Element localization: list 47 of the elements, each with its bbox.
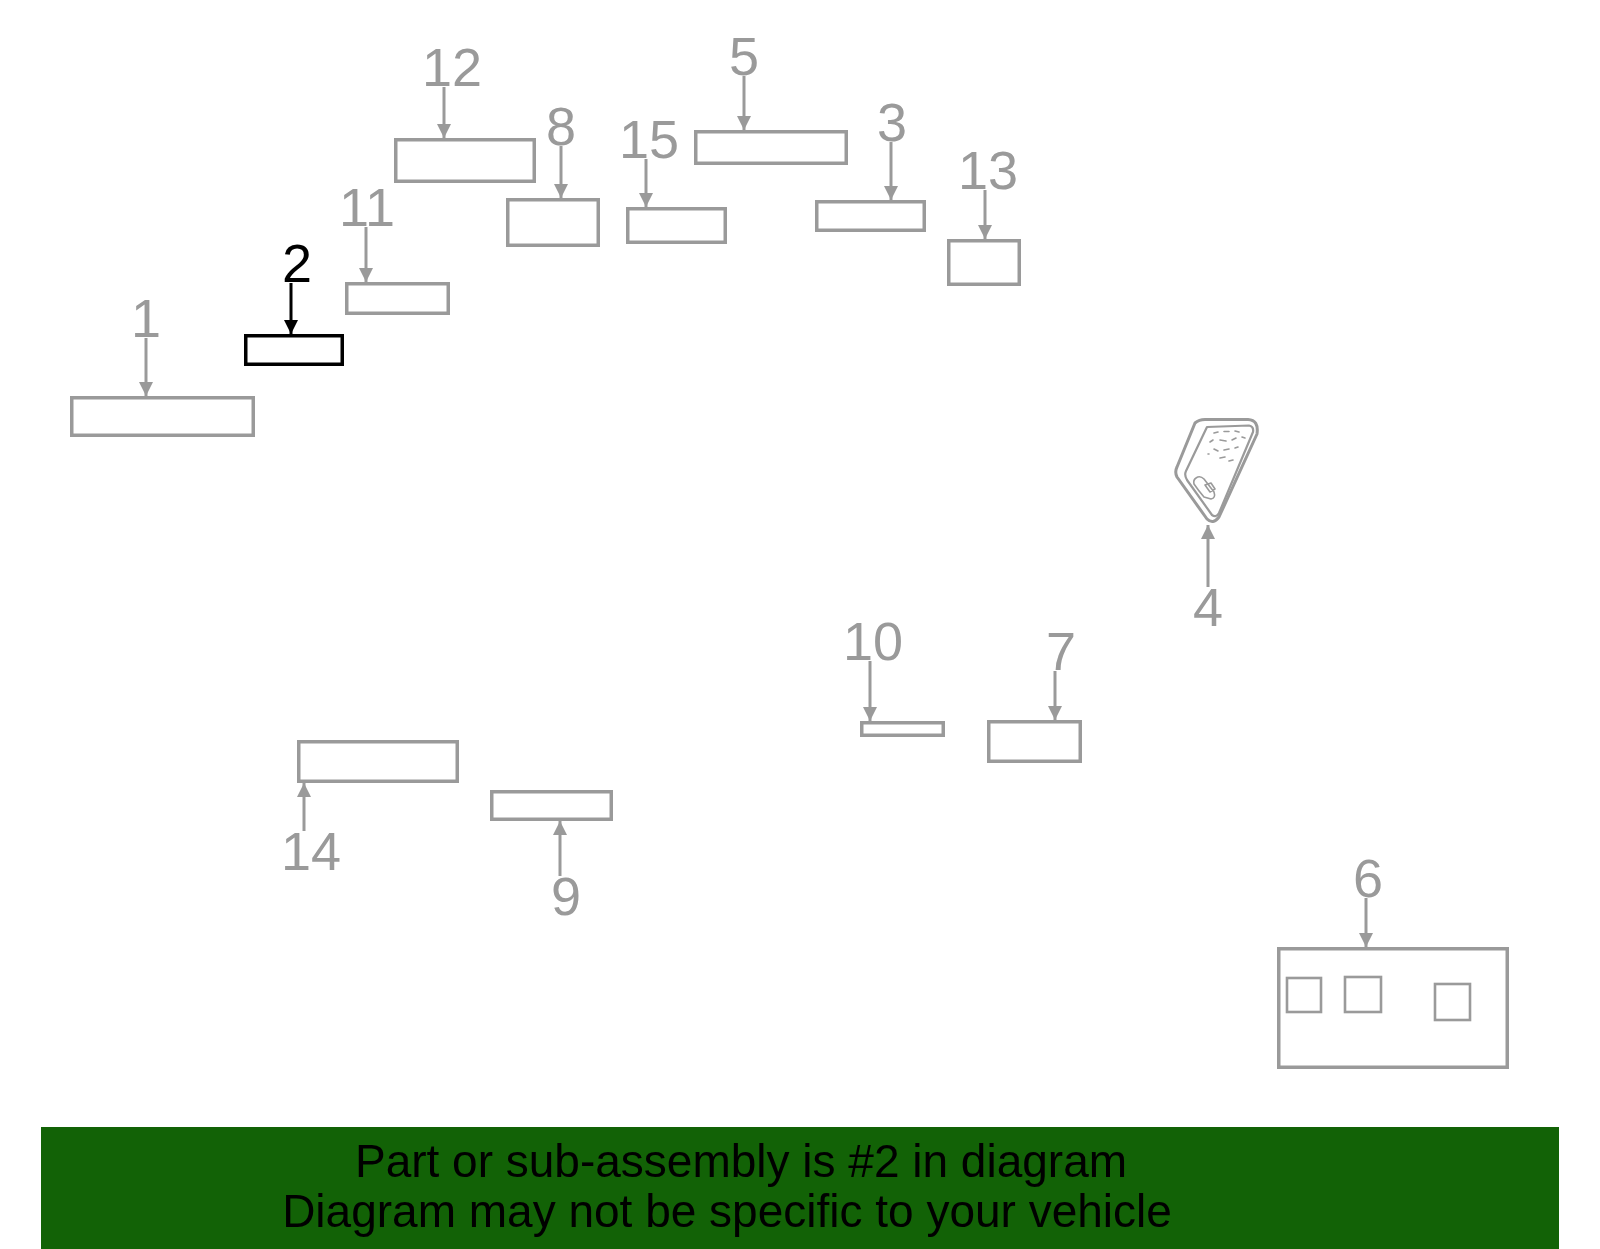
callout-number: 11 xyxy=(338,187,396,227)
leader-arrow xyxy=(554,146,568,198)
part-outline xyxy=(860,721,945,737)
part-outline xyxy=(947,239,1021,286)
part-outline xyxy=(506,198,600,247)
part-outline xyxy=(490,790,613,821)
leader-arrow xyxy=(553,821,567,876)
callout-number: 5 xyxy=(729,36,759,76)
callout-number: 12 xyxy=(421,47,483,87)
callout-number: 7 xyxy=(1046,631,1076,671)
leader-arrow xyxy=(737,76,751,130)
part-illustration xyxy=(1173,418,1260,525)
leader-arrow xyxy=(1048,671,1062,720)
leader-arrow xyxy=(284,283,298,334)
leader-arrow xyxy=(359,227,373,282)
leader-arrow xyxy=(978,190,992,239)
callout-number: 9 xyxy=(551,876,581,916)
part-illustration xyxy=(1277,947,1509,1069)
leader-arrow xyxy=(297,783,311,831)
part-outline xyxy=(694,130,848,165)
notice-text: Diagram may not be specific to your vehicle xyxy=(282,1186,1172,1236)
callout-number: 1 xyxy=(131,298,161,338)
part-outline xyxy=(70,396,255,437)
part-outline xyxy=(297,740,459,783)
part-outline xyxy=(345,282,450,315)
callout-number: 8 xyxy=(546,106,576,146)
part-outline xyxy=(815,200,926,232)
leader-arrow xyxy=(639,159,653,207)
callout-number: 14 xyxy=(280,831,342,871)
callout-number: 2 xyxy=(282,243,312,283)
leader-arrow xyxy=(1201,525,1215,587)
leader-arrow xyxy=(863,661,877,721)
leader-arrow xyxy=(1359,898,1373,947)
part-outline xyxy=(626,207,727,244)
leader-arrow xyxy=(884,142,898,200)
callout-number: 10 xyxy=(842,621,904,661)
callout-number: 4 xyxy=(1193,587,1223,627)
callout-number: 13 xyxy=(957,150,1019,190)
callout-number: 6 xyxy=(1353,858,1383,898)
notice-text: Part or sub-assembly is #2 in diagram xyxy=(354,1136,1128,1186)
part-outline xyxy=(244,334,344,366)
callout-number: 3 xyxy=(877,102,907,142)
part-outline xyxy=(987,720,1082,763)
callout-number: 15 xyxy=(618,119,680,159)
part-outline xyxy=(394,138,536,183)
leader-arrow xyxy=(437,87,451,138)
leader-arrow xyxy=(139,338,153,396)
